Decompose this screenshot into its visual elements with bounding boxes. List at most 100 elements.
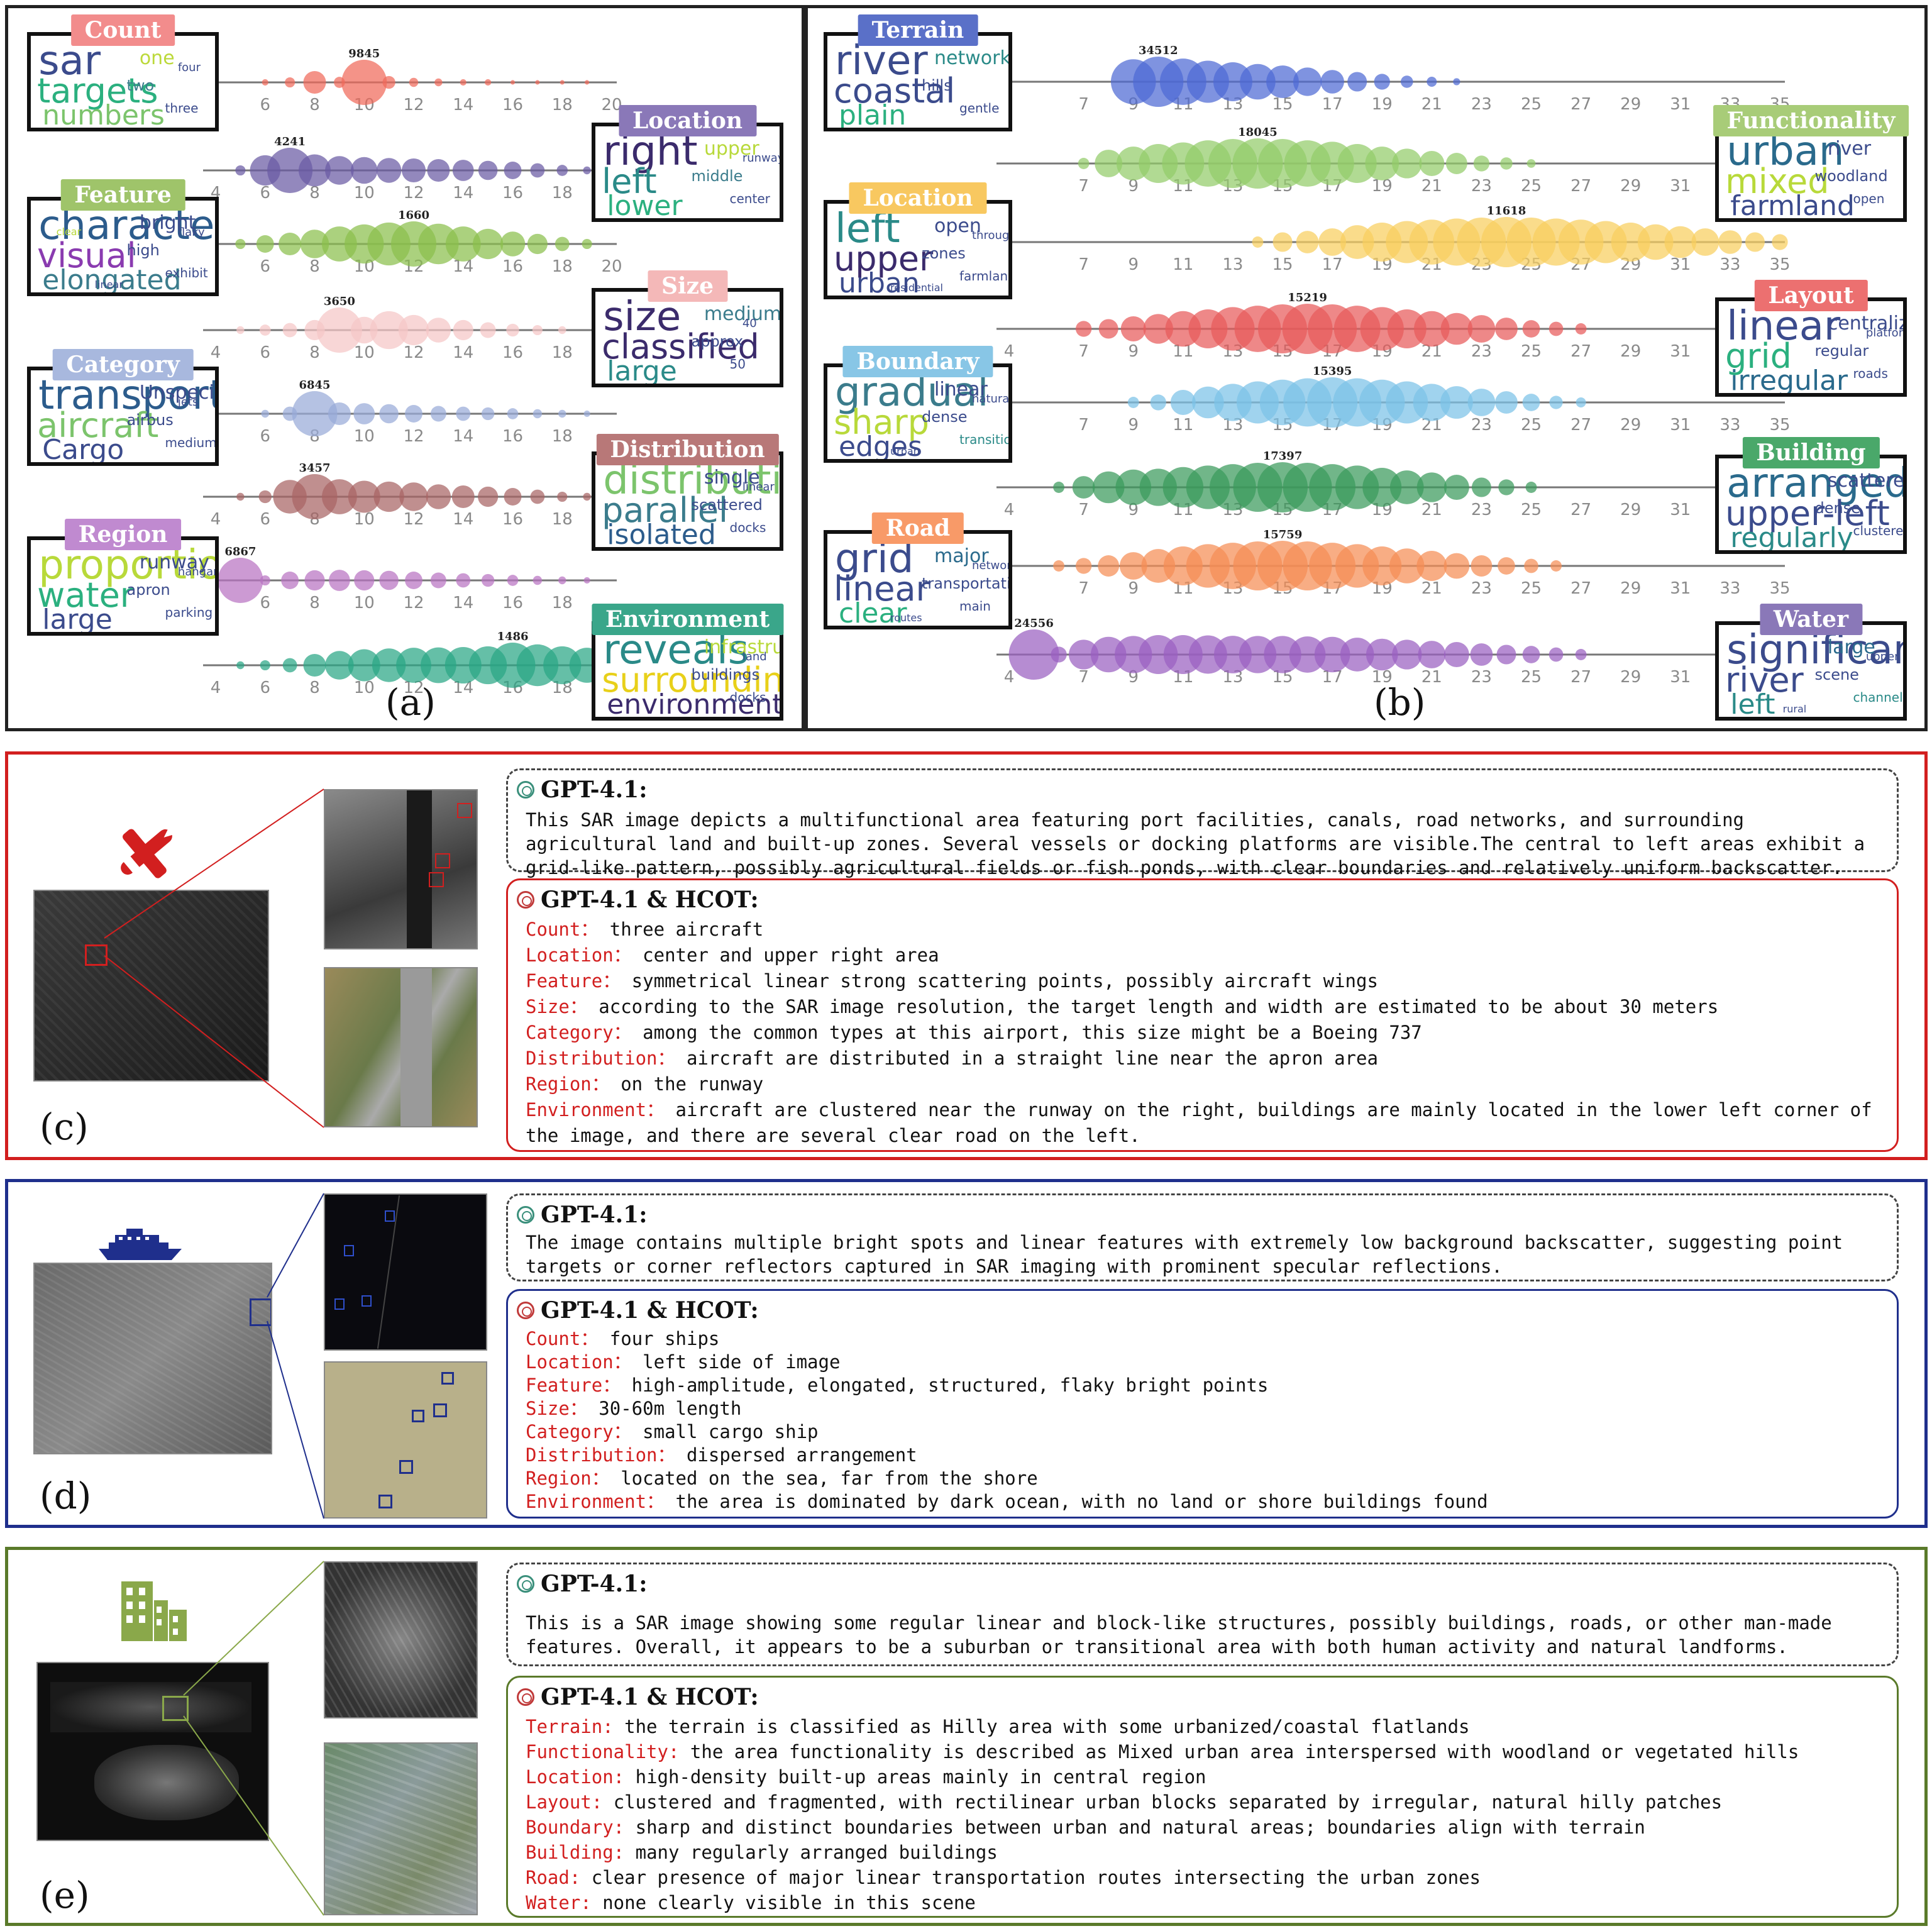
wordcloud-word: airbus — [126, 411, 174, 429]
wordcloud-word: regularly — [1730, 522, 1853, 554]
panel-a-chart-canvas: 6810121416182098454681012141618424168101… — [203, 47, 628, 697]
bubble — [1745, 232, 1765, 252]
wordcloud-word: grid — [835, 536, 914, 583]
bubble — [1075, 558, 1092, 574]
bubble — [1500, 157, 1513, 170]
wordcloud-word: linear — [742, 480, 775, 494]
x-tick-label: 11 — [1173, 255, 1193, 274]
wordcloud-word: docks — [729, 690, 766, 705]
hcot-title: GPT-4.1 & HCOT: — [517, 1684, 759, 1710]
bubble — [300, 230, 329, 258]
x-tick-label: 10 — [354, 343, 375, 362]
bubble — [1522, 394, 1540, 411]
attribute-line: Size： 30-60m length — [526, 1397, 1879, 1420]
x-tick-label: 19 — [1372, 668, 1393, 687]
bubble — [1362, 546, 1402, 585]
bubble — [1318, 228, 1347, 256]
x-tick-label: 31 — [1670, 668, 1691, 687]
wordcloud-word: proportion — [38, 542, 215, 589]
attribute-value: 30-60m length — [587, 1398, 742, 1419]
wordcloud-word: right — [603, 128, 698, 175]
peak-value-label: 9845 — [348, 47, 380, 60]
bubble — [1092, 471, 1125, 504]
x-tick-label: 27 — [1570, 177, 1591, 196]
wordcloud-word: upper — [834, 239, 934, 279]
attribute-line: Environment： the area is dominated by da… — [526, 1490, 1879, 1513]
bubble — [583, 492, 591, 501]
bubble — [1427, 77, 1437, 87]
wordcloud-word: large — [1827, 636, 1875, 659]
wordcloud-title-environment: Environment — [591, 604, 784, 635]
attribute-line: Building: many regularly arranged buildi… — [526, 1840, 1879, 1865]
wordcloud-word: runway — [139, 551, 209, 574]
wordcloud-word: lower — [607, 190, 683, 222]
wordcloud-title-road: Road — [871, 512, 964, 544]
wordcloud-distribution: distributionparallelisolatedsinglescatte… — [592, 451, 783, 551]
bubble — [1365, 147, 1399, 180]
x-tick-label: 15 — [1272, 255, 1293, 274]
bubble — [235, 238, 246, 250]
bubble — [1150, 394, 1166, 411]
airplane-icon — [109, 817, 184, 887]
bubble — [1664, 226, 1697, 258]
x-tick-label: 15 — [1272, 95, 1293, 114]
x-tick-label: 8 — [309, 343, 320, 362]
focus-box — [250, 1298, 271, 1326]
bubble — [348, 480, 380, 513]
wordcloud-word: upper — [704, 138, 759, 160]
bubble — [405, 405, 422, 423]
wordcloud-word: reveals — [603, 627, 749, 674]
bubble — [1392, 148, 1422, 179]
x-tick-label: 29 — [1620, 579, 1641, 598]
bubble — [1078, 158, 1090, 169]
wordcloud-word: river — [1827, 138, 1872, 160]
bubble — [1296, 231, 1319, 253]
bubble — [1127, 397, 1139, 408]
bubble-series-road: 791113151719212325272931333515759 — [996, 528, 1791, 598]
bubble — [1362, 468, 1402, 507]
x-tick-label: 20 — [601, 257, 622, 276]
peak-value-label: 11618 — [1487, 204, 1526, 218]
x-tick-label: 8 — [309, 184, 320, 202]
x-tick-label: 18 — [552, 510, 573, 529]
bubble-series-building: 4791113151719212325272931333517397 — [996, 450, 1791, 519]
panel-d-ship-example: (d) GPT-4.1: The image contains multiple… — [5, 1179, 1928, 1528]
wordcloud-word: sharp — [834, 402, 929, 443]
bubble — [370, 311, 408, 350]
x-tick-label: 4 — [211, 510, 221, 529]
gpt-response-box: GPT-4.1: The image contains multiple bri… — [506, 1193, 1899, 1281]
x-tick-label: 11 — [1173, 416, 1193, 434]
wordcloud-word: scene — [1814, 666, 1859, 684]
bubble — [532, 324, 543, 336]
bubble — [1240, 64, 1276, 100]
wordcloud-word: isolated — [607, 519, 716, 551]
bubble — [321, 479, 357, 514]
gpt-title: GPT-4.1: — [517, 1202, 648, 1228]
wordcloud-title-size: Size — [647, 270, 728, 302]
wordcloud-word: clear — [839, 597, 907, 629]
bubble — [1053, 560, 1065, 572]
wordcloud-word: hills — [922, 77, 952, 95]
attribute-key: Building: — [526, 1842, 636, 1863]
bubble — [430, 572, 446, 589]
peak-value-label: 18045 — [1238, 126, 1278, 139]
attribute-value: three aircraft — [599, 919, 764, 940]
bubble — [1772, 234, 1788, 250]
x-tick-label: 18 — [552, 96, 573, 114]
wordcloud-word: roads — [1853, 366, 1888, 382]
bubble — [485, 79, 492, 86]
peak-value-label: 15219 — [1288, 291, 1327, 304]
bubble — [1340, 638, 1374, 672]
wordcloud-word: linear — [834, 569, 930, 609]
bubble — [1522, 320, 1540, 338]
x-tick-label: 18 — [552, 594, 573, 612]
wordcloud-word: major — [934, 545, 989, 568]
attribute-key: Distribution： — [526, 1048, 676, 1069]
wordcloud-word: coastal — [834, 71, 956, 111]
bubble — [434, 78, 443, 87]
x-tick-label: 9 — [1128, 255, 1139, 274]
sar-zoom-image — [324, 789, 478, 949]
